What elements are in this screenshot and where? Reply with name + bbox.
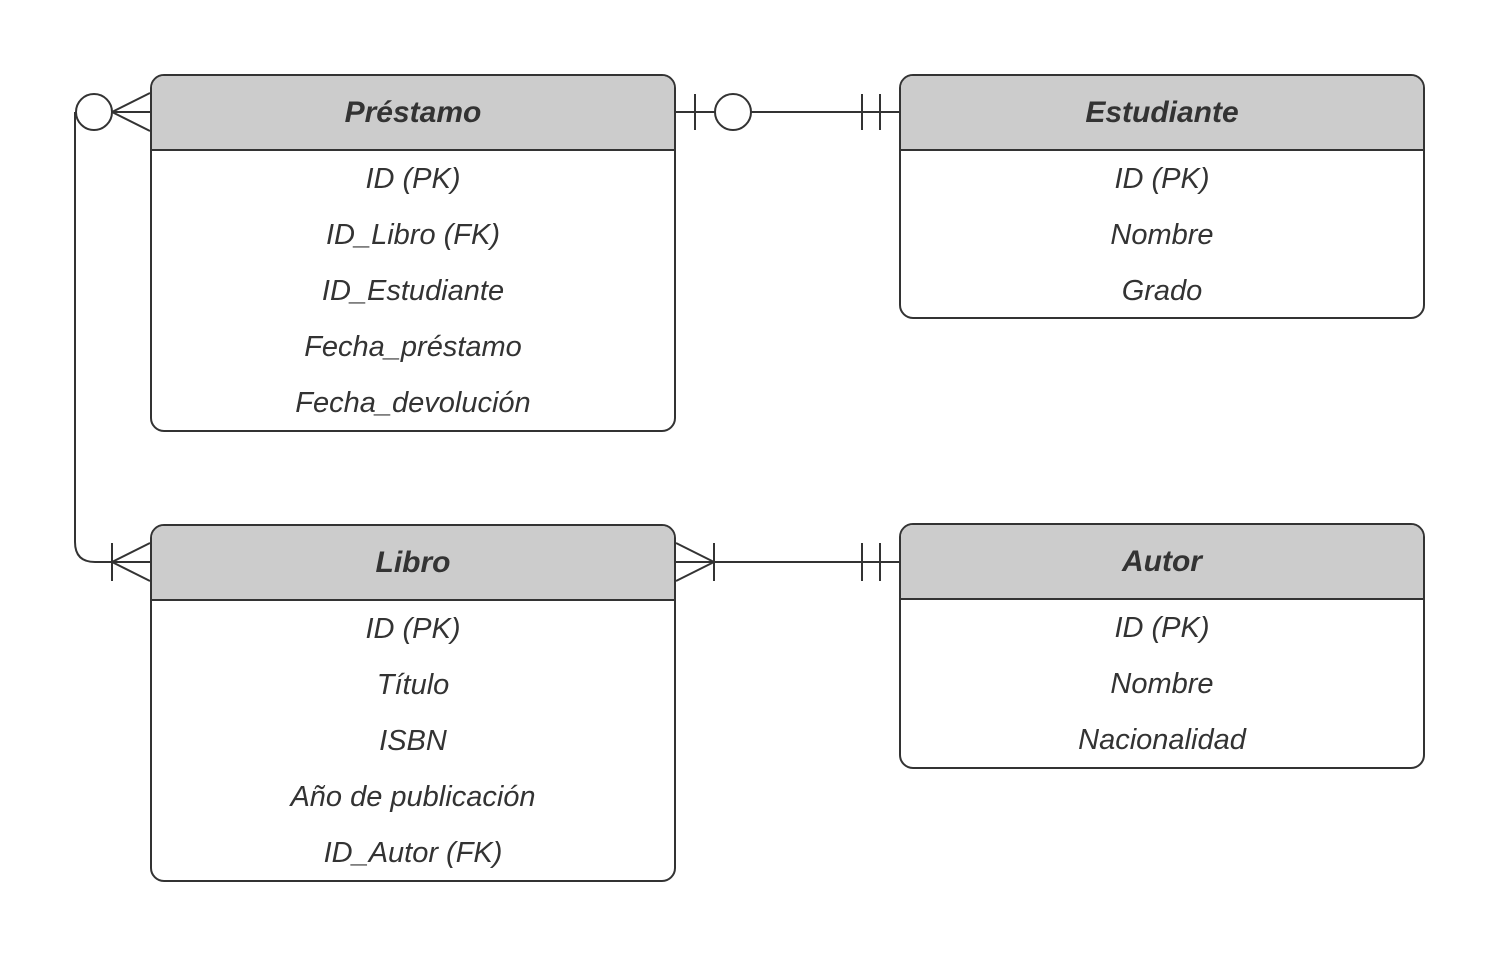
entity-field: Nacionalidad — [1078, 724, 1246, 756]
entity-header: Autor — [901, 525, 1423, 600]
entity-field-list: ID (PK) Título ISBN Año de publicación I… — [152, 601, 674, 880]
entity-field: ID (PK) — [1114, 612, 1210, 644]
entity-libro: Libro ID (PK) Título ISBN Año de publica… — [150, 524, 676, 882]
rel-libro-autor — [675, 542, 899, 582]
crowfoot-prong — [675, 542, 715, 563]
entity-prestamo: Préstamo ID (PK) ID_Libro (FK) ID_Estudi… — [150, 74, 676, 432]
entity-field: ISBN — [379, 725, 447, 757]
entity-field: Grado — [1121, 275, 1203, 307]
crowfoot-prong — [111, 111, 151, 132]
entity-field: Año de publicación — [290, 781, 536, 813]
entity-field: ID (PK) — [1114, 163, 1210, 195]
entity-field-list: ID (PK) Nombre Nacionalidad — [901, 600, 1423, 767]
entity-field-list: ID (PK) ID_Libro (FK) ID_Estudiante Fech… — [152, 151, 674, 430]
entity-field: Nombre — [1110, 668, 1214, 700]
entity-header: Préstamo — [152, 76, 674, 151]
entity-field: ID_Libro (FK) — [325, 219, 501, 251]
entity-title: Libro — [375, 545, 451, 579]
entity-field: ID_Estudiante — [321, 275, 505, 307]
crowfoot-prong — [111, 92, 151, 113]
entity-title: Préstamo — [344, 95, 482, 129]
entity-field: Fecha_préstamo — [304, 331, 522, 363]
entity-header: Estudiante — [901, 76, 1423, 151]
entity-field-list: ID (PK) Nombre Grado — [901, 151, 1423, 317]
entity-title: Autor — [1122, 544, 1202, 578]
crowfoot-prong — [111, 542, 151, 563]
entity-field: ID_Autor (FK) — [323, 837, 503, 869]
entity-field: ID (PK) — [365, 163, 461, 195]
entity-field: Título — [376, 669, 450, 701]
entity-field: ID (PK) — [365, 613, 461, 645]
rel-line — [74, 112, 150, 563]
entity-autor: Autor ID (PK) Nombre Nacionalidad — [899, 523, 1425, 769]
entity-field: Nombre — [1110, 219, 1214, 251]
entity-estudiante: Estudiante ID (PK) Nombre Grado — [899, 74, 1425, 319]
entity-header: Libro — [152, 526, 674, 601]
crowfoot-prong — [675, 561, 715, 582]
crowfoot-prong — [111, 561, 151, 582]
rel-prestamo-libro — [74, 92, 151, 582]
zero-circle-marker — [75, 93, 113, 131]
zero-circle-marker — [714, 93, 752, 131]
entity-title: Estudiante — [1085, 95, 1239, 129]
rel-prestamo-estudiante — [676, 93, 899, 131]
entity-field: Fecha_devolución — [295, 387, 531, 419]
